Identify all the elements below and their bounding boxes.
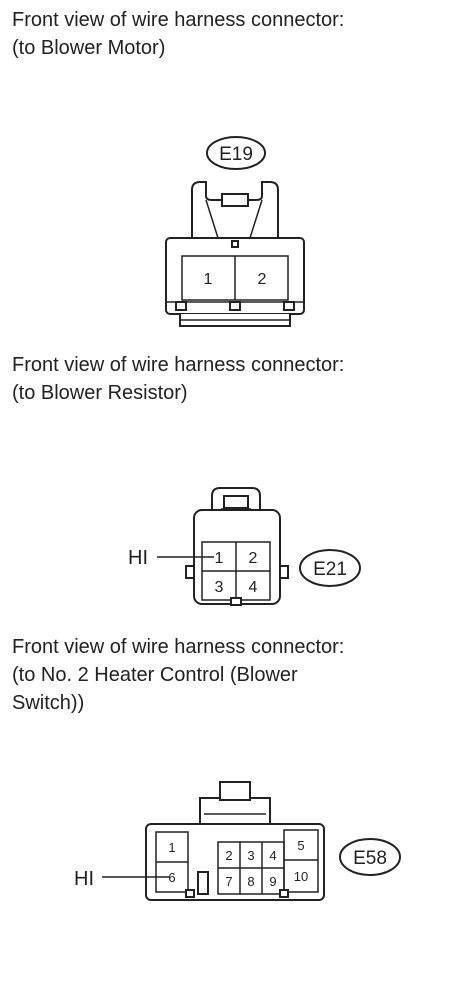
connector-id-label: E21	[313, 559, 347, 580]
connector-key	[197, 871, 209, 895]
pin-3: 3	[215, 579, 224, 596]
connector-e19-diagram: E19 1 2	[165, 136, 305, 327]
connector-latch	[199, 797, 271, 827]
connector-e58-diagram: 1 6 2 3 4 7 8 9 5 10 HI E58	[74, 781, 401, 901]
caption-line: Switch))	[12, 692, 85, 714]
connector-key	[279, 889, 289, 898]
caption-line: (to No. 2 Heater Control (Blower	[12, 664, 298, 686]
connector-e58-caption: Front view of wire harness connector: (t…	[12, 633, 344, 717]
caption-line: Front view of wire harness connector:	[12, 9, 345, 31]
pin-5: 5	[297, 838, 304, 853]
pin-9: 9	[269, 874, 276, 889]
pin-2: 2	[225, 848, 232, 863]
pin-7: 7	[225, 874, 232, 889]
connector-side-tab	[279, 565, 289, 579]
hi-label: HI	[74, 868, 94, 890]
connector-key	[185, 889, 195, 898]
pin-4: 4	[249, 579, 258, 596]
caption-line: Front view of wire harness connector:	[12, 354, 345, 376]
pin-10: 10	[294, 869, 308, 884]
connector-side-tab	[185, 565, 195, 579]
pin-3: 3	[247, 848, 254, 863]
connector-foot	[229, 301, 241, 311]
connector-body	[145, 823, 325, 901]
connector-e19-caption: Front view of wire harness connector: (t…	[12, 6, 344, 62]
pin-4: 4	[269, 848, 276, 863]
pin-1: 1	[168, 840, 175, 855]
connector-latch-arm	[205, 199, 263, 239]
connector-foot	[175, 301, 187, 311]
pin-6: 6	[168, 870, 175, 885]
pin-cavity-group	[283, 829, 319, 893]
caption-line: Front view of wire harness connector:	[12, 636, 345, 658]
connector-key	[230, 597, 242, 606]
pin-2: 2	[249, 550, 258, 567]
connector-e21-caption: Front view of wire harness connector: (t…	[12, 351, 344, 407]
caption-line: (to Blower Motor)	[12, 37, 166, 59]
connector-latch-tab	[219, 781, 251, 801]
pin-2: 2	[258, 271, 267, 288]
hi-label: HI	[128, 547, 148, 569]
connector-id-label: E19	[219, 144, 253, 165]
connector-latch	[191, 181, 279, 239]
caption-line: (to Blower Resistor)	[12, 382, 188, 404]
connector-key	[231, 240, 239, 248]
connector-id-label: E58	[353, 848, 387, 869]
connector-id-oval	[339, 838, 401, 876]
connector-foot	[283, 301, 295, 311]
connector-latch-tab	[221, 193, 249, 207]
pin-1: 1	[204, 271, 213, 288]
connector-id-oval	[299, 549, 361, 587]
connector-id-oval	[206, 136, 266, 170]
pin-1: 1	[215, 550, 224, 567]
connector-latch-tab	[223, 495, 249, 509]
pin-8: 8	[247, 874, 254, 889]
connector-e21-diagram: 1 2 3 4 HI E21	[128, 487, 361, 606]
